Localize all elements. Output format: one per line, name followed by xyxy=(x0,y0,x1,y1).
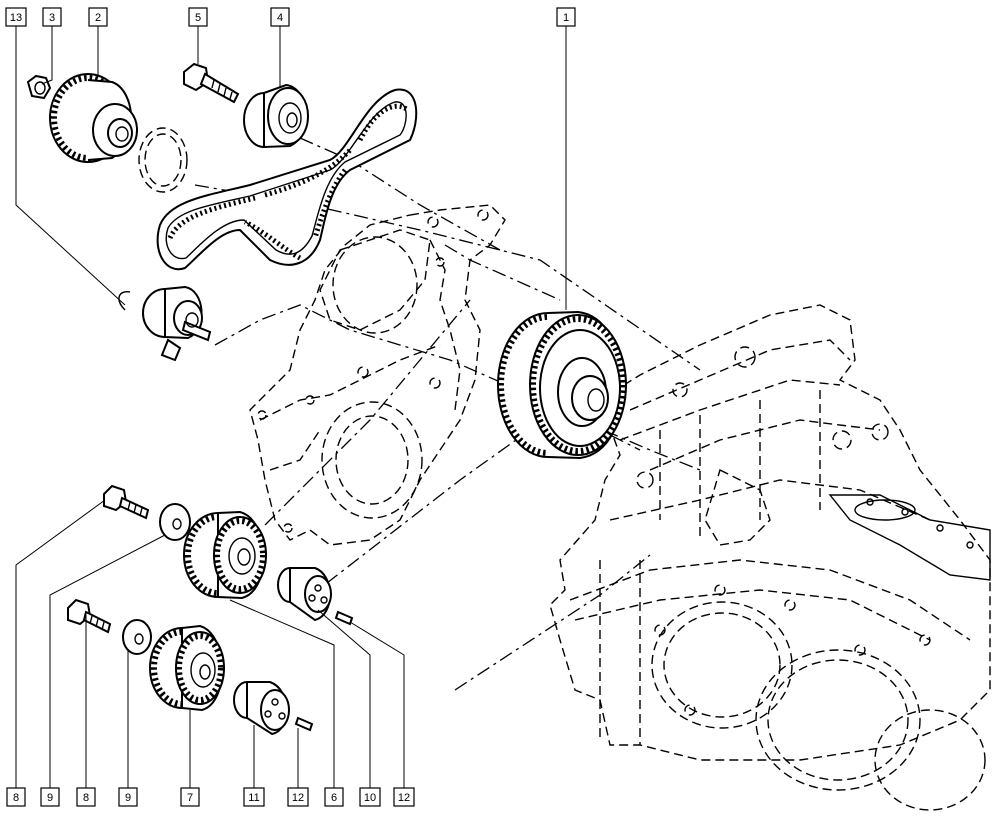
callout-3-label: 3 xyxy=(49,12,55,24)
assembly-lines xyxy=(194,137,701,691)
callout-1: 1 xyxy=(556,7,576,27)
callout-2-label: 2 xyxy=(95,12,101,24)
hub-part-10 xyxy=(277,567,332,622)
bolt-part-8-upper xyxy=(103,484,150,520)
sprocket-part-2 xyxy=(49,73,138,163)
callout-11: 11 xyxy=(243,787,265,807)
callout-10-label: 10 xyxy=(364,792,376,804)
callout-9b-label: 9 xyxy=(125,792,131,804)
engine-block xyxy=(549,304,991,811)
callout-8b: 8 xyxy=(76,787,96,807)
pin-part-12-lower xyxy=(294,716,314,732)
callout-11-label: 11 xyxy=(248,792,259,804)
cam-gear-part-1 xyxy=(497,310,627,460)
callout-4: 4 xyxy=(270,7,290,27)
seal-ring xyxy=(138,127,188,193)
callout-1-label: 1 xyxy=(563,12,569,24)
callout-13-label: 13 xyxy=(10,12,22,24)
bolt-part-8-lower xyxy=(67,598,112,634)
nut-part-3 xyxy=(26,74,52,100)
callout-7: 7 xyxy=(180,787,200,807)
callout-7-label: 7 xyxy=(187,792,193,804)
sprocket-part-7 xyxy=(149,624,225,712)
leader-lines xyxy=(15,26,567,790)
pin-part-12-upper xyxy=(334,610,354,626)
idler-pulley-part-4 xyxy=(243,83,309,149)
callout-13: 13 xyxy=(5,7,27,27)
callout-10: 10 xyxy=(359,787,381,807)
callout-12a: 12 xyxy=(287,787,309,807)
callout-9a-label: 9 xyxy=(47,792,53,804)
tensioner-part-13 xyxy=(118,285,212,362)
callout-12a-label: 12 xyxy=(292,792,304,804)
timing-cover-plate xyxy=(249,204,506,546)
callout-3: 3 xyxy=(42,7,62,27)
callout-9b: 9 xyxy=(118,787,138,807)
callout-8a-label: 8 xyxy=(13,792,19,804)
timing-belt xyxy=(156,88,418,271)
gasket-fragment xyxy=(828,494,991,581)
washer-part-9-lower xyxy=(122,619,152,655)
callout-4-label: 4 xyxy=(277,12,283,24)
sprocket-part-6 xyxy=(183,510,267,600)
callout-5-label: 5 xyxy=(195,12,201,24)
callout-5: 5 xyxy=(188,7,208,27)
washer-part-9-upper xyxy=(159,503,191,541)
callout-2: 2 xyxy=(88,7,108,27)
callout-6-label: 6 xyxy=(331,792,337,804)
callout-9a: 9 xyxy=(40,787,60,807)
callout-12b: 12 xyxy=(393,787,415,807)
callout-8b-label: 8 xyxy=(83,792,89,804)
callout-6: 6 xyxy=(324,787,344,807)
callout-8a: 8 xyxy=(6,787,26,807)
hub-part-11 xyxy=(233,681,290,736)
bolt-part-5 xyxy=(183,62,240,104)
callout-12b-label: 12 xyxy=(398,792,410,804)
